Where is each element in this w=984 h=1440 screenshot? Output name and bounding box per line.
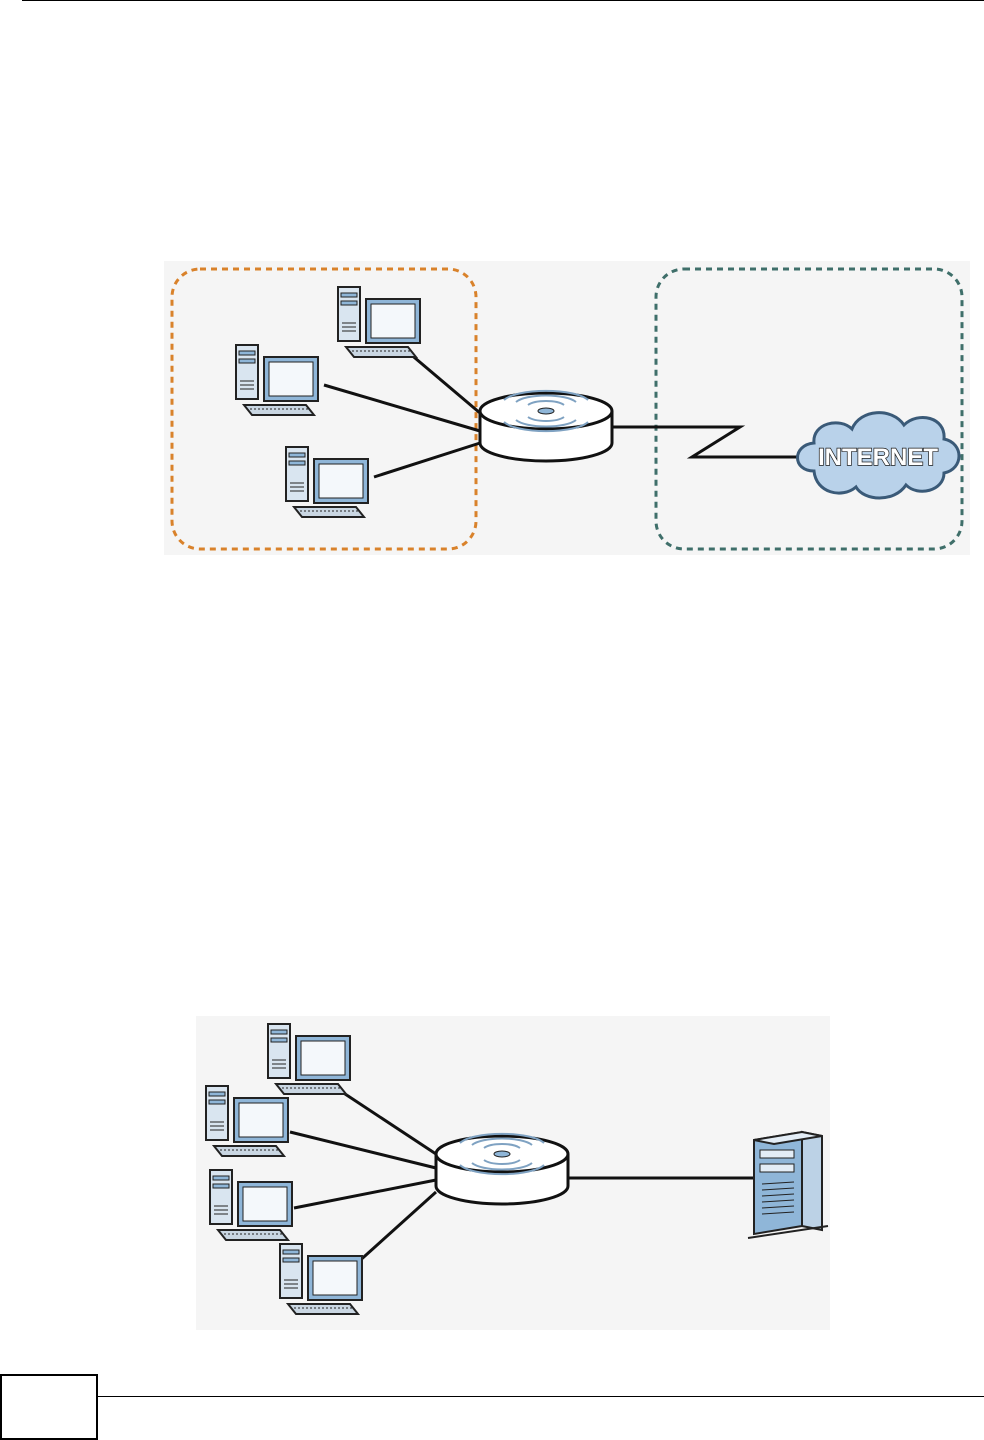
computer-icon	[268, 1024, 350, 1094]
server-icon	[748, 1132, 828, 1238]
computer-icon	[236, 345, 318, 415]
internet-label: INTERNET	[818, 444, 938, 471]
figure-lan-internet: INTERNET	[164, 261, 970, 555]
computer-icon	[210, 1170, 292, 1240]
router-icon	[436, 1134, 568, 1204]
figure-lan-server	[196, 1016, 830, 1330]
computer-icon	[206, 1086, 288, 1156]
computer-icon	[338, 287, 420, 357]
internet-cloud-icon: INTERNET	[798, 413, 960, 498]
header-rule	[22, 0, 984, 1]
page-number-box	[0, 1374, 98, 1440]
computer-icon	[286, 447, 368, 517]
router-icon	[480, 391, 612, 461]
footer-rule	[0, 1396, 984, 1397]
computer-icon	[280, 1244, 362, 1314]
wan-zone	[656, 269, 962, 549]
